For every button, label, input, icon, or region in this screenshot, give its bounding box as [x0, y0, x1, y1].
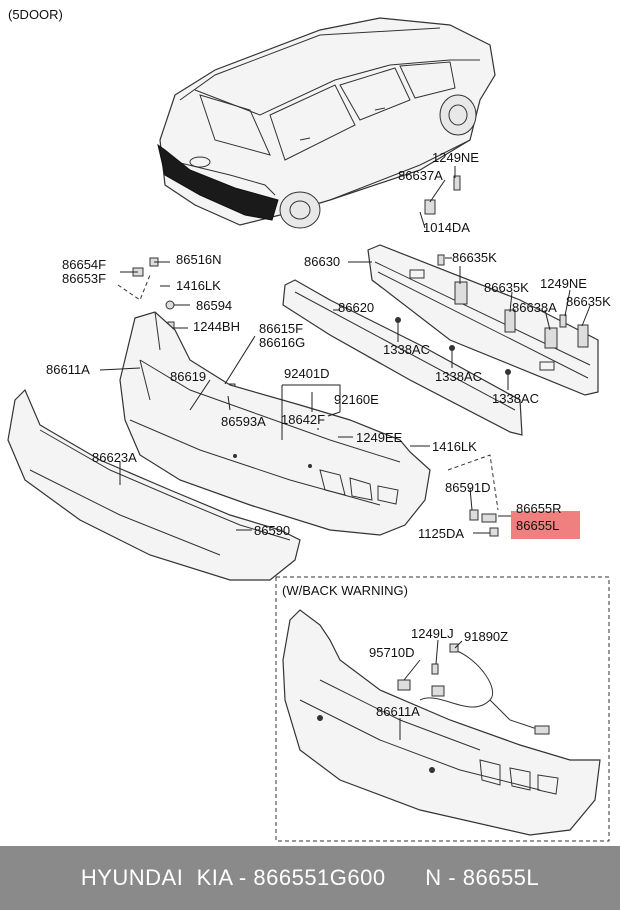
- label-86591D: 86591D: [445, 480, 491, 495]
- label-1249NE: 1249NE: [540, 276, 587, 291]
- label-86635K: 86635K: [484, 280, 529, 295]
- label-91890Z: 91890Z: [464, 629, 508, 644]
- label-86638A: 86638A: [512, 300, 557, 315]
- footer-brand: HYUNDAI KIA: [80, 865, 233, 890]
- label-1338AC: 1338AC: [435, 369, 482, 384]
- label-1014DA: 1014DA: [423, 220, 470, 235]
- highlighted-part-box: [511, 511, 580, 539]
- label-1416LK: 1416LK: [432, 439, 477, 454]
- footer-separator: -: [232, 865, 254, 890]
- label-86623A: 86623A: [92, 450, 137, 465]
- label-1244BH: 1244BH: [193, 319, 240, 334]
- label-1249EE: 1249EE: [356, 430, 403, 445]
- label-86654F: 86654F: [62, 257, 106, 272]
- footer-ref: N - 86655L: [425, 865, 540, 890]
- bumper-beam: [367, 244, 599, 396]
- bumper-cover: [119, 311, 431, 536]
- label-86593A: 86593A: [221, 414, 266, 429]
- bumper-garnish: [7, 388, 301, 581]
- label-1125DA: 1125DA: [418, 526, 464, 541]
- label-86620: 86620: [338, 300, 374, 315]
- label-86630: 86630: [304, 254, 340, 269]
- callout-labels: (5DOOR) 1249NE 86637A 1014DA 86630 86635…: [8, 7, 611, 719]
- inset-bumper: [282, 609, 601, 836]
- label-86615F: 86615F: [259, 321, 303, 336]
- label-86611A: 86611A: [46, 362, 90, 377]
- energy-absorber: [282, 279, 523, 436]
- car-illustration: [157, 17, 496, 229]
- footer-gap: [386, 865, 426, 890]
- label-92160E: 92160E: [334, 392, 379, 407]
- label-86619: 86619: [170, 369, 206, 384]
- label-1249LJ: 1249LJ: [411, 626, 454, 641]
- label-86637A: 86637A: [398, 168, 443, 183]
- part-number-footer: HYUNDAI KIA - 866551G600 N - 86655L: [0, 846, 620, 910]
- parts-diagram: (5DOOR) 1249NE 86637A 1014DA 86630 86635…: [7, 7, 611, 842]
- inset-title: (W/BACK WARNING): [282, 583, 408, 598]
- inset-frame: [275, 576, 610, 842]
- label-86635K: 86635K: [452, 250, 497, 265]
- label-1338AC: 1338AC: [383, 342, 430, 357]
- footer-part-number: 866551G600: [253, 865, 386, 890]
- label-86590: 86590: [254, 523, 290, 538]
- label-86616G: 86616G: [259, 335, 305, 350]
- variant-label: (5DOOR): [8, 7, 63, 22]
- label-1249NE: 1249NE: [432, 150, 479, 165]
- label-1338AC: 1338AC: [492, 391, 539, 406]
- label-86516N: 86516N: [176, 252, 222, 267]
- label-95710D: 95710D: [369, 645, 415, 660]
- label-1416LK: 1416LK: [176, 278, 221, 293]
- label-86611A: 86611A: [376, 704, 420, 719]
- label-86653F: 86653F: [62, 271, 106, 286]
- label-92401D: 92401D: [284, 366, 330, 381]
- label-18642F: 18642F: [281, 412, 325, 427]
- label-86655R: 86655R: [516, 501, 562, 516]
- label-86655L: 86655L: [516, 518, 559, 533]
- label-86594: 86594: [196, 298, 232, 313]
- label-86635K: 86635K: [566, 294, 611, 309]
- leader-lines: [99, 166, 591, 740]
